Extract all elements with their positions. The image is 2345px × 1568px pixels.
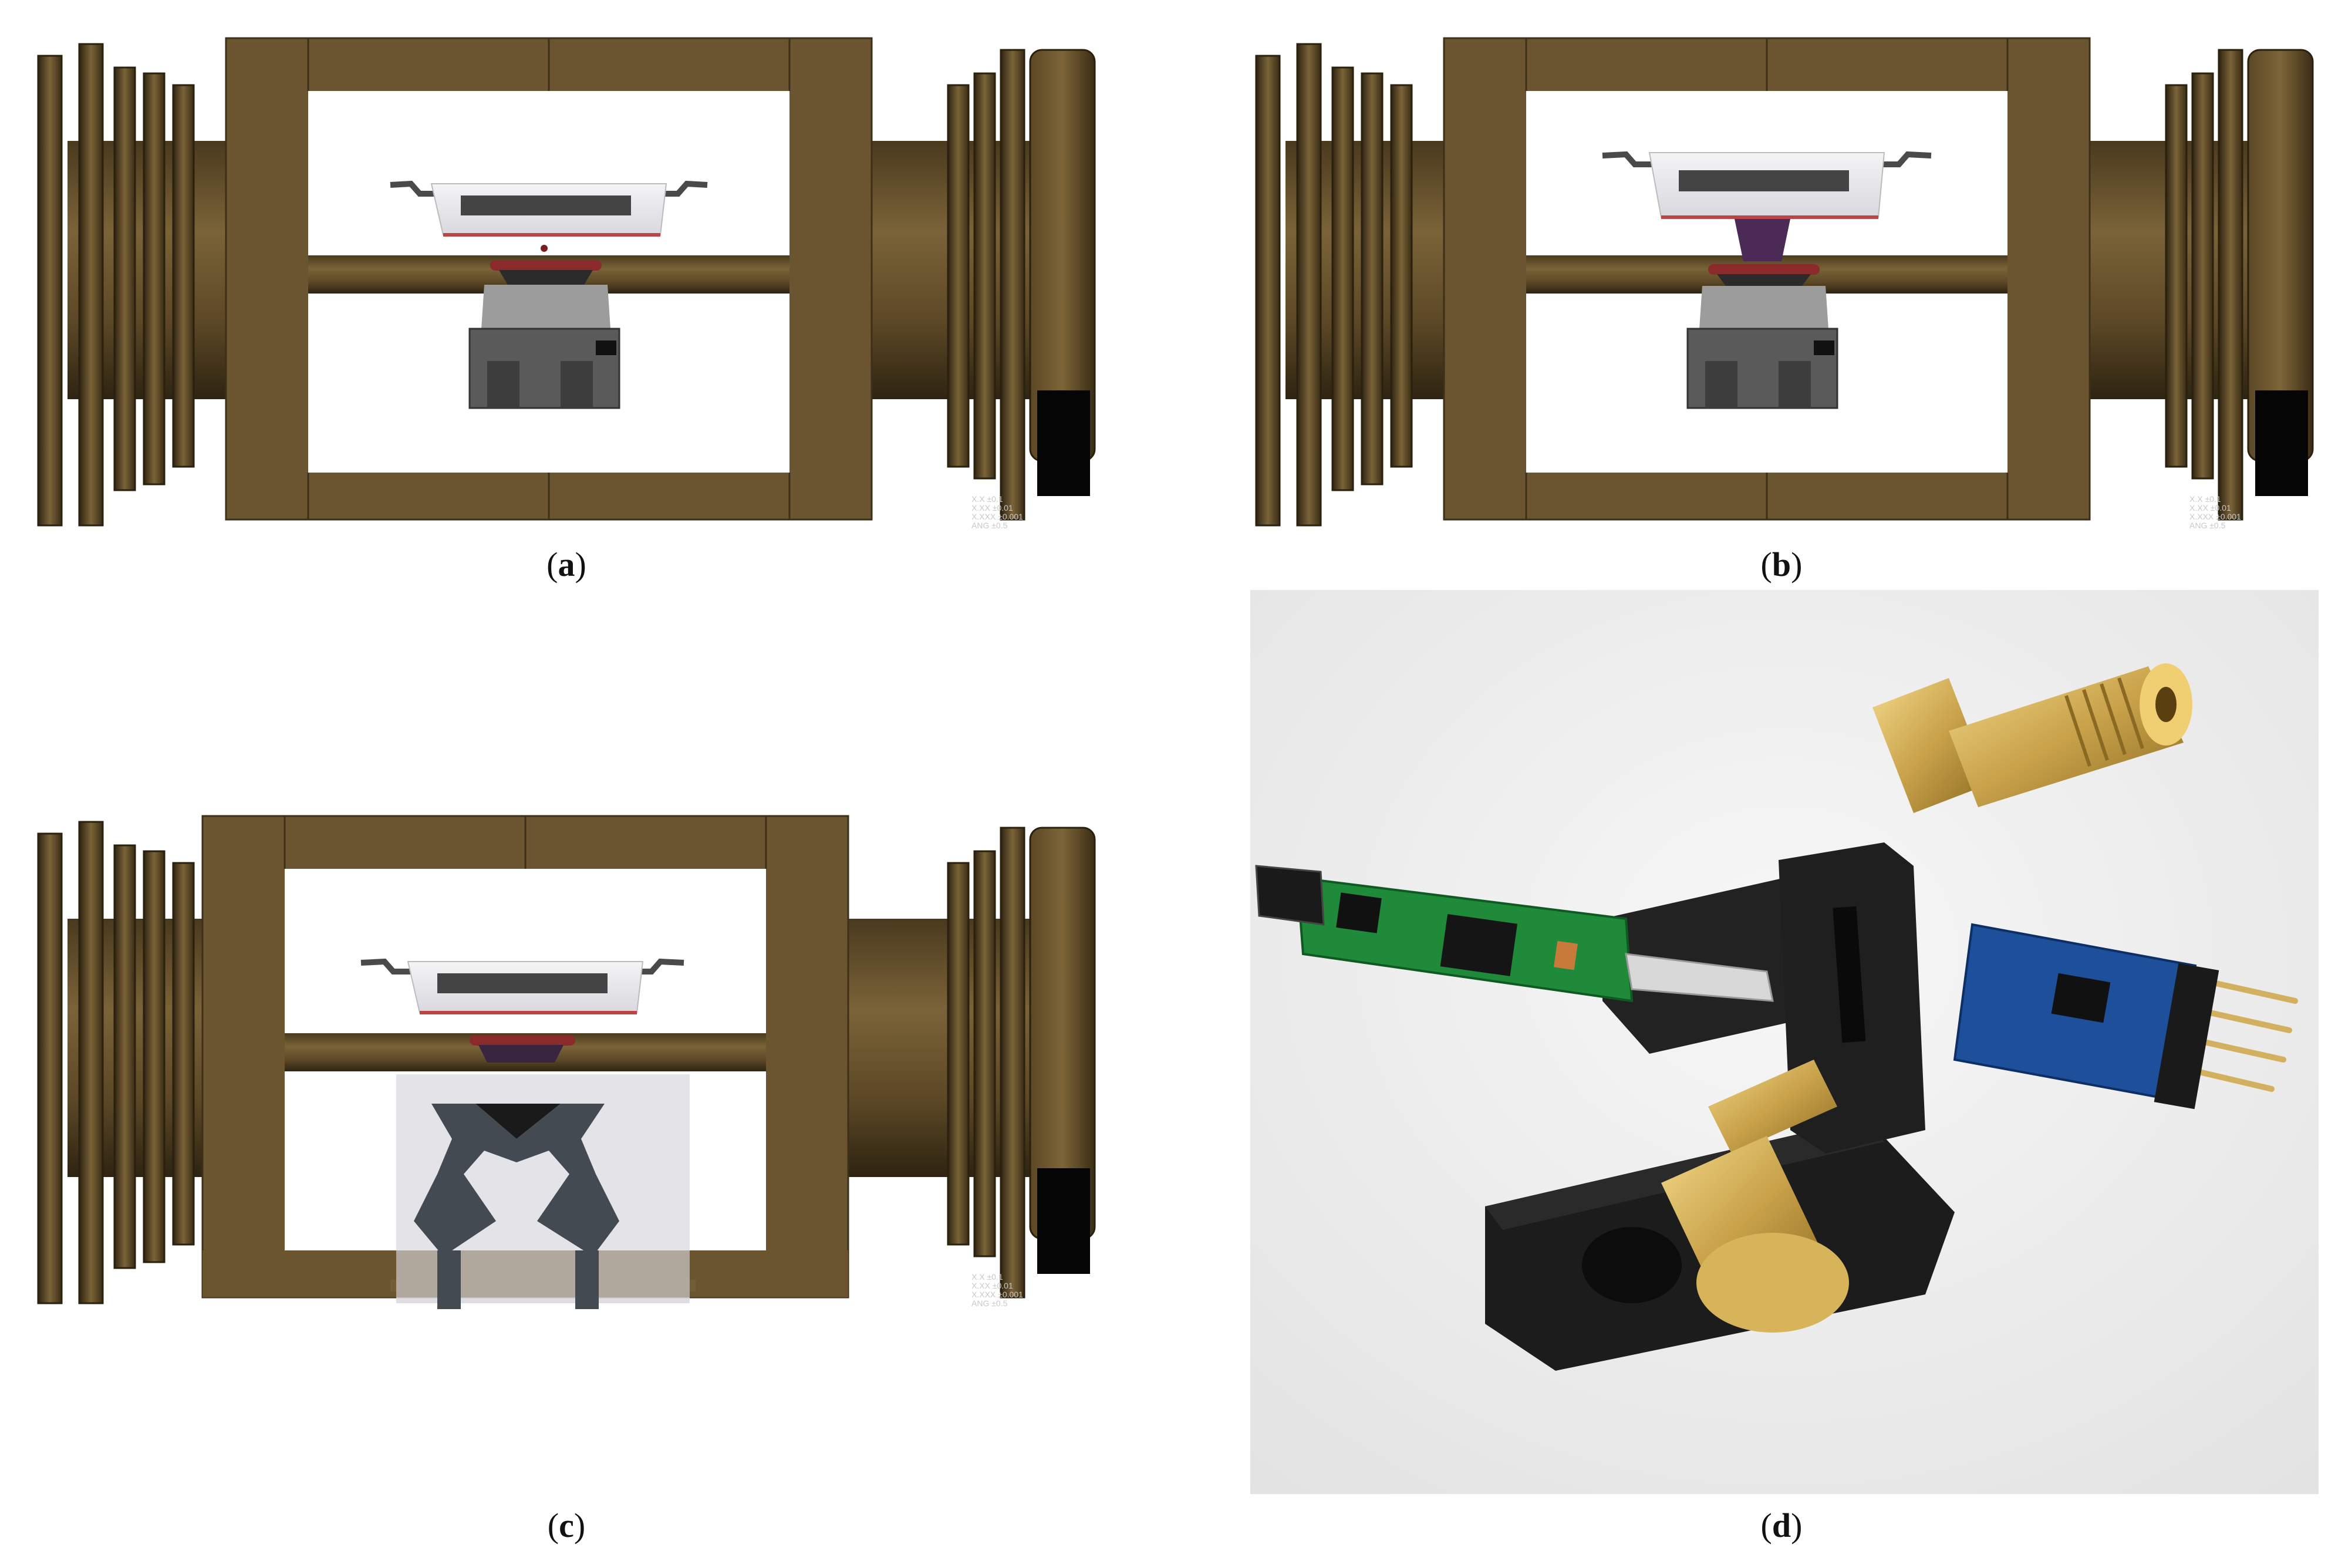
caption-d: (d) <box>1760 1506 1803 1545</box>
svg-text:X.XX ±0.01: X.XX ±0.01 <box>971 1281 1013 1290</box>
panel-a: X.X ±0.1 X.XX ±0.01 X.XXX ±0.001 ANG ±0.… <box>32 32 1101 537</box>
tolerance-note: X.X ±0.1 X.XX ±0.01 X.XXX ±0.001 ANG ±0.… <box>2189 494 2241 530</box>
tolerance-note: X.X ±0.1 X.XX ±0.01 X.XXX ±0.001 ANG ±0.… <box>971 1272 1023 1308</box>
tolerance-line-1: X.X ±0.1 <box>971 494 1003 504</box>
cad-render-b: X.X ±0.1 X.XX ±0.01 X.XXX ±0.001 ANG ±0.… <box>1255 37 2314 530</box>
photo-sensor-assembly <box>1250 590 2319 1494</box>
svg-text:ANG ±0.5: ANG ±0.5 <box>971 521 1008 530</box>
svg-text:X.X ±0.1: X.X ±0.1 <box>2189 494 2221 504</box>
svg-text:X.XX ±0.01: X.XX ±0.01 <box>2189 503 2231 512</box>
svg-text:ANG ±0.5: ANG ±0.5 <box>971 1299 1008 1308</box>
svg-text:X.XXX ±0.001: X.XXX ±0.001 <box>971 1290 1023 1299</box>
caption-b: (b) <box>1760 545 1803 584</box>
tolerance-note: X.X ±0.1 X.XX ±0.01 X.XXX ±0.001 ANG ±0.… <box>971 494 1023 530</box>
svg-text:ANG ±0.5: ANG ±0.5 <box>2189 521 2226 530</box>
svg-text:X.X ±0.1: X.X ±0.1 <box>971 1272 1003 1282</box>
svg-text:X.XXX ±0.001: X.XXX ±0.001 <box>971 512 1023 521</box>
panel-c: X.X ±0.1 X.XX ±0.01 X.XXX ±0.001 ANG ±0.… <box>32 810 1101 1315</box>
cad-render-a: X.X ±0.1 X.XX ±0.01 X.XXX ±0.001 ANG ±0.… <box>37 37 1096 530</box>
panel-b: X.X ±0.1 X.XX ±0.01 X.XXX ±0.001 ANG ±0.… <box>1250 32 2319 537</box>
caption-c: (c) <box>547 1506 586 1545</box>
caption-a: (a) <box>546 545 586 584</box>
panel-d <box>1250 590 2319 1494</box>
svg-text:X.XXX ±0.001: X.XXX ±0.001 <box>2189 512 2241 521</box>
cad-render-c: X.X ±0.1 X.XX ±0.01 X.XXX ±0.001 ANG ±0.… <box>37 815 1096 1309</box>
svg-text:X.XX ±0.01: X.XX ±0.01 <box>971 503 1013 512</box>
